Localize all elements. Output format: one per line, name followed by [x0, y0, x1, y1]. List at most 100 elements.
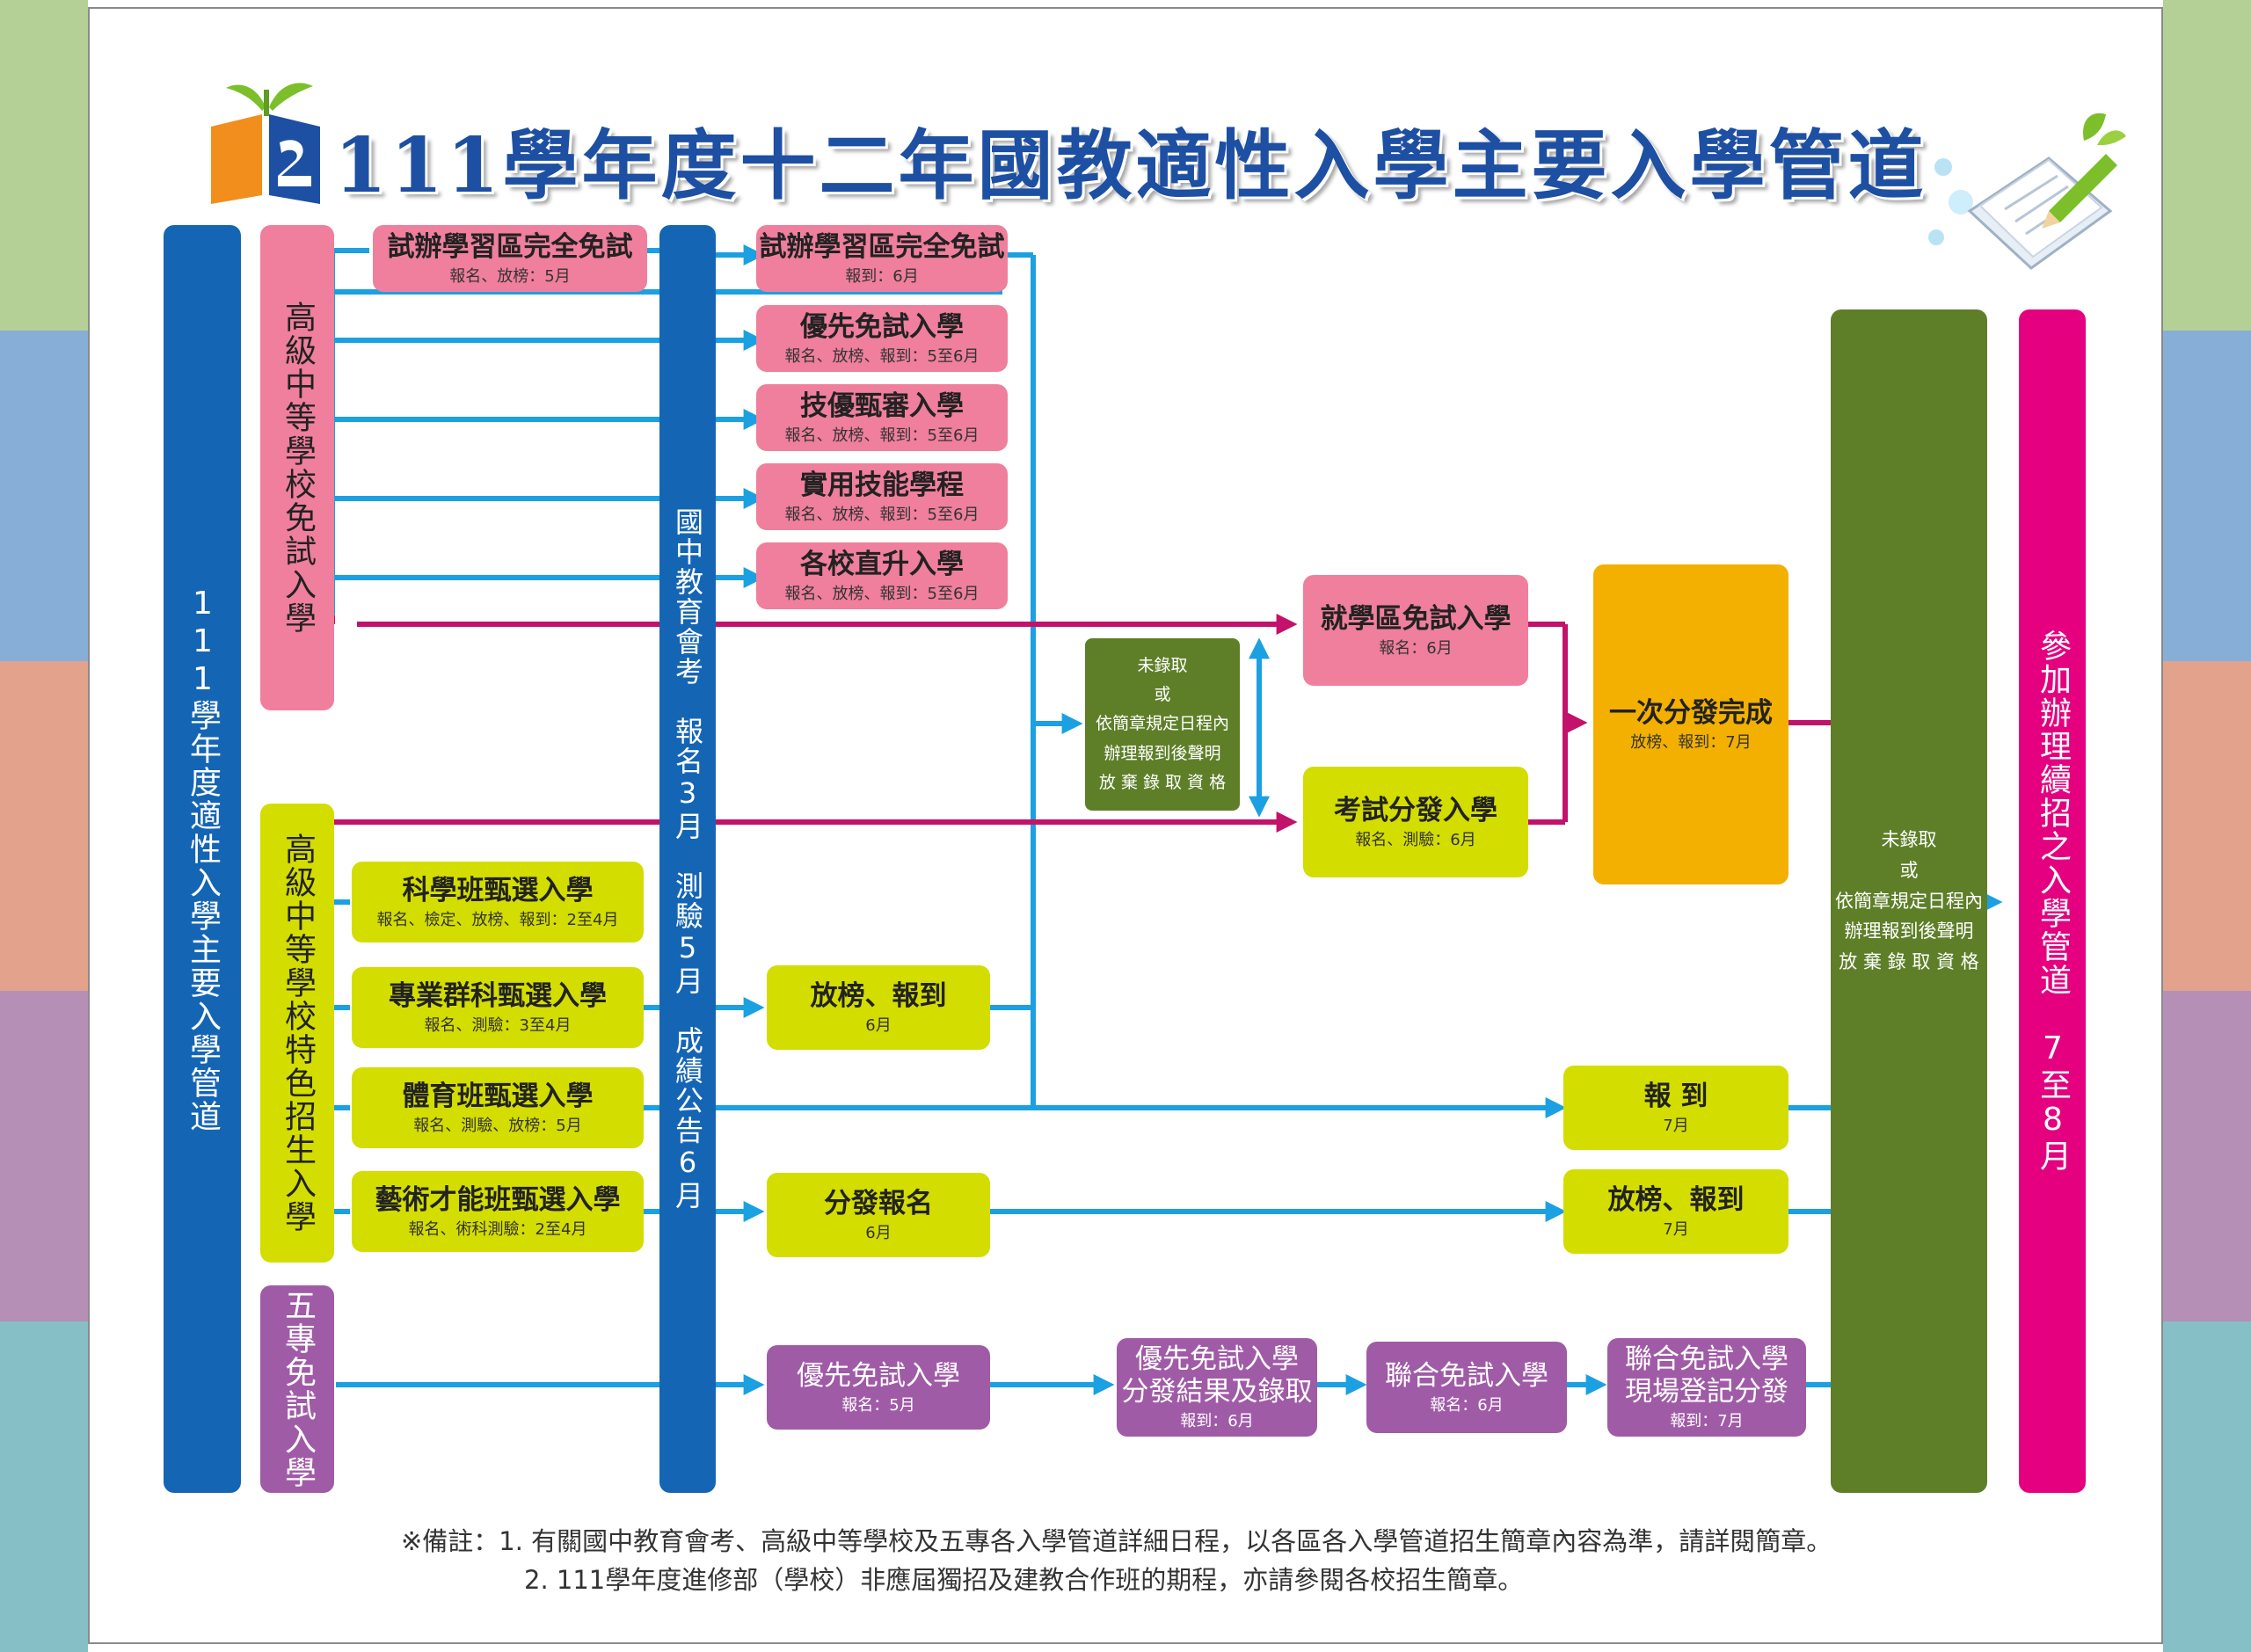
box-sub: 報名、測驗：3至4月 — [424, 1015, 572, 1035]
box-title: 試辦學習區完全免試 — [759, 230, 1005, 263]
line: 辦理報到後聲明 — [1844, 921, 1974, 942]
line: 放 棄 錄 取 資 格 — [1098, 772, 1227, 792]
page-title: 111學年度十二年國教適性入學主要入學管道 — [334, 121, 1927, 210]
box-sub: 6月 — [865, 1015, 892, 1035]
note-2: 2. 111學年度進修部（學校）非應屆獨招及建教合作班的期程，亦請參閱各校招生簡… — [524, 1565, 1524, 1595]
box-title: 聯合免試入學 — [1385, 1359, 1548, 1392]
box-title: 分發報名 — [824, 1187, 933, 1219]
not-admitted-big-text: 未錄取 或 依簡章規定日程內 辦理報到後聲明 放 棄 錄 取 資 格 — [1835, 825, 1983, 977]
jc-onsite-box: 聯合免試入學 現場登記分發 報到：7月 — [1607, 1338, 1806, 1437]
box-title: 體育班甄選入學 — [402, 1080, 594, 1112]
box-title: 藝術才能班甄選入學 — [375, 1183, 621, 1216]
group-hs-special: 高級中等學校特色招生入學 — [260, 804, 334, 1263]
jc-priority-result-box: 優先免試入學 分發結果及錄取 報到：6月 — [1117, 1338, 1317, 1437]
box-sub: 7月 — [1663, 1219, 1689, 1239]
right-column-continuation: 參加辦理續招之入學管道 7至8月 — [2019, 309, 2086, 1493]
box-sub: 7月 — [1663, 1116, 1689, 1135]
skill-box: 技優甄審入學 報名、放榜、報到：5至6月 — [756, 384, 1008, 451]
pre-trial-box: 試辦學習區完全免試 報名、放榜：5月 — [373, 225, 647, 292]
box-title: 專業群科甄選入學 — [389, 979, 607, 1012]
group-junior-college: 五專免試入學 — [260, 1285, 334, 1493]
box-title: 放榜、報到 — [810, 979, 947, 1012]
not-admitted-column: 未錄取 或 依簡章規定日程內 辦理報到後聲明 放 棄 錄 取 資 格 — [1831, 309, 1987, 1493]
stripe — [0, 991, 88, 1322]
box-sub: 報名、術科測驗：2至4月 — [408, 1219, 587, 1239]
exam-column-label: 國中教育會考 報名3月 測驗5月 成績公告6月 — [671, 507, 704, 1211]
box-title: 聯合免試入學 — [1625, 1343, 1788, 1376]
prof-result-box: 放榜、報到 6月 — [767, 965, 990, 1050]
box-title: 放榜、報到 — [1607, 1183, 1745, 1216]
district-box: 就學區免試入學 報名：6月 — [1303, 575, 1528, 686]
box-sub: 報名、放榜、報到：5至6月 — [784, 346, 980, 366]
group-hs-free-label: 高級中等學校免試入學 — [280, 301, 316, 635]
box-title: 優先免試入學 — [1135, 1343, 1299, 1376]
box-sub: 報名：5月 — [841, 1395, 915, 1415]
line: 未錄取 — [1137, 655, 1188, 675]
stripe — [2163, 1321, 2251, 1652]
science-box: 科學班甄選入學 報名、檢定、放榜、報到：2至4月 — [352, 862, 644, 942]
not-admitted-small-text: 未錄取 或 依簡章規定日程內 辦理報到後聲明 放 棄 錄 取 資 格 — [1096, 651, 1229, 797]
box-title: 各校直升入學 — [800, 548, 964, 580]
line: 辦理報到後聲明 — [1104, 743, 1221, 763]
left-column-label: 111學年度適性入學主要入學管道 — [185, 585, 221, 1133]
line: 依簡章規定日程內 — [1835, 890, 1983, 912]
box-sub: 報名、檢定、放榜、報到：2至4月 — [376, 910, 619, 929]
box-sub: 報名、測驗：6月 — [1355, 830, 1476, 849]
box-sub: 報名：6月 — [1379, 638, 1453, 658]
left-column-channels: 111學年度適性入學主要入學管道 — [164, 225, 241, 1493]
box-title: 試辦學習區完全免試 — [387, 230, 633, 263]
stripe — [2163, 0, 2251, 331]
group-junior-college-label: 五專免試入學 — [280, 1289, 316, 1489]
box-sub: 報到：6月 — [845, 266, 919, 286]
box-title: 實用技能學程 — [800, 469, 964, 501]
exam-column: 國中教育會考 報名3月 測驗5月 成績公告6月 — [659, 225, 716, 1493]
not-admitted-small-box: 未錄取 或 依簡章規定日程內 辦理報到後聲明 放 棄 錄 取 資 格 — [1085, 638, 1240, 811]
note-1: ※備註：1. 有關國中教育會考、高級中等學校及五專各入學管道詳細日程，以各區各入… — [401, 1526, 1832, 1556]
right-side-stripes — [2163, 0, 2251, 1652]
sports-box: 體育班甄選入學 報名、測驗、放榜：5月 — [352, 1067, 644, 1148]
stripe — [2163, 660, 2251, 992]
box-title: 現場登記分發 — [1625, 1376, 1788, 1408]
box-title: 一次分發完成 — [1609, 696, 1773, 729]
stripe — [2163, 991, 2251, 1322]
group-hs-special-label: 高級中等學校特色招生入學 — [280, 833, 316, 1234]
notebook-pencil-icon — [1928, 113, 2126, 270]
box-title: 報 到 — [1643, 1080, 1708, 1112]
box-sub: 報名、放榜、報到：5至6月 — [784, 505, 980, 524]
stripe — [0, 0, 88, 331]
book-logo-icon — [211, 83, 320, 204]
stripe — [0, 330, 88, 661]
practical-box: 實用技能學程 報名、放榜、報到：5至6月 — [756, 463, 1008, 530]
trial-reg-box: 試辦學習區完全免試 報到：6月 — [756, 225, 1008, 292]
direct-box: 各校直升入學 報名、放榜、報到：5至6月 — [756, 542, 1008, 609]
box-title: 科學班甄選入學 — [402, 874, 594, 906]
box-sub: 放榜、報到：7月 — [1630, 732, 1752, 752]
one-time-box: 一次分發完成 放榜、報到：7月 — [1593, 564, 1788, 884]
box-title: 分發結果及錄取 — [1121, 1376, 1313, 1408]
group-hs-free: 高級中等學校免試入學 — [260, 225, 334, 710]
line: 放 棄 錄 取 資 格 — [1839, 950, 1979, 972]
stripe — [0, 1321, 88, 1652]
line: 或 — [1899, 860, 1919, 882]
sports-report-box: 報 到 7月 — [1563, 1066, 1788, 1150]
box-title: 考試分發入學 — [1334, 794, 1497, 826]
line: 依簡章規定日程內 — [1095, 714, 1229, 734]
box-sub: 報名、放榜、報到：5至6月 — [784, 426, 980, 445]
left-side-stripes — [0, 0, 88, 1652]
box-title: 優先免試入學 — [800, 310, 964, 343]
line: 未錄取 — [1881, 829, 1937, 851]
box-sub: 報名、放榜、報到：5至6月 — [784, 584, 980, 603]
arts-box: 藝術才能班甄選入學 報名、術科測驗：2至4月 — [352, 1171, 644, 1252]
line: 或 — [1154, 685, 1171, 705]
exam-dist-box: 考試分發入學 報名、測驗：6月 — [1303, 767, 1528, 877]
right-column-label: 參加辦理續招之入學管道 7至8月 — [2035, 630, 2071, 1173]
stripe — [0, 660, 88, 992]
box-sub: 報名：6月 — [1430, 1395, 1504, 1415]
arts-result-box: 放榜、報到 7月 — [1563, 1169, 1788, 1254]
priority-box: 優先免試入學 報名、放榜、報到：5至6月 — [756, 305, 1008, 372]
jc-joint-box: 聯合免試入學 報名：6月 — [1366, 1342, 1567, 1433]
box-title: 技優甄審入學 — [800, 389, 964, 422]
jc-priority-box: 優先免試入學 報名：5月 — [767, 1345, 990, 1430]
professional-box: 專業群科甄選入學 報名、測驗：3至4月 — [352, 967, 644, 1048]
stripe — [2163, 330, 2251, 661]
